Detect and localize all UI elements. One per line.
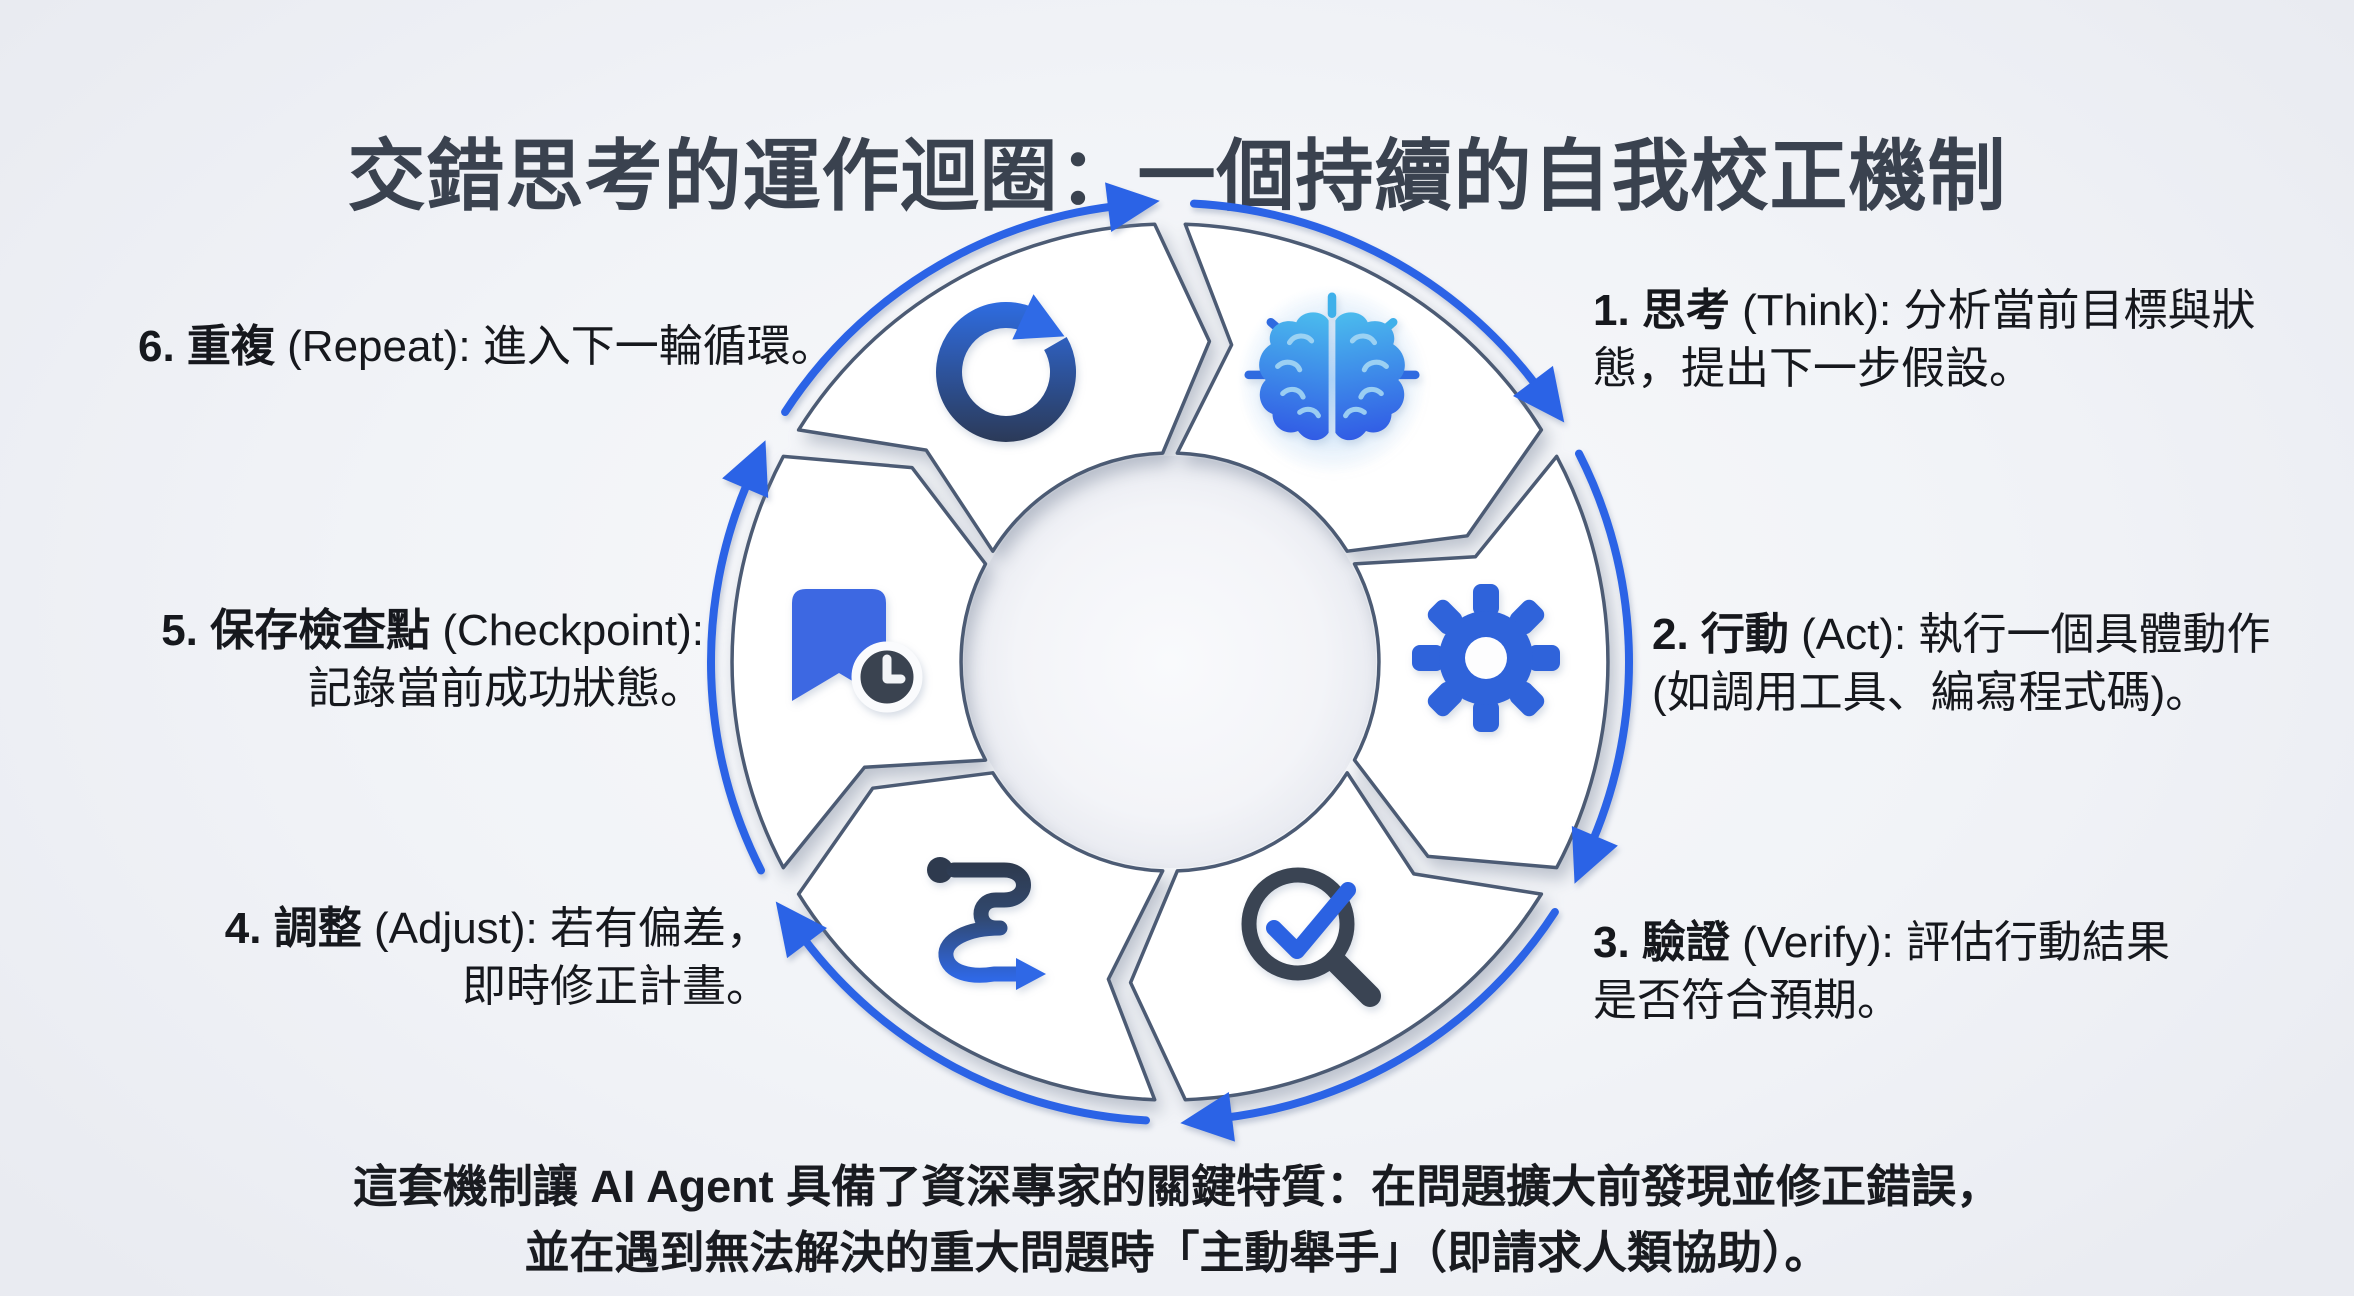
step-2-label: 2. 行動 (Act): 執行一個具體動作 (如調用工具、編寫程式碼)。 bbox=[1652, 606, 2270, 722]
step-3-text2: 是否符合預期。 bbox=[1593, 976, 1901, 1025]
brain-icon bbox=[1236, 284, 1428, 476]
step-5-text: (Checkpoint): bbox=[430, 606, 704, 655]
cycle-arrowhead bbox=[1105, 182, 1160, 232]
cycle-arrow-ring bbox=[707, 182, 1633, 1142]
step-1-term: 1. 思考 bbox=[1593, 286, 1730, 335]
cycle-arc bbox=[707, 478, 765, 875]
step-4-text: (Adjust): 若有偏差， bbox=[361, 904, 770, 953]
magnifier-check-icon bbox=[1241, 867, 1381, 1007]
step-1-text: (Think): 分析當前目標與狀 bbox=[1729, 286, 2256, 335]
cycle-arrowhead bbox=[722, 440, 769, 498]
step-2-text: (Act): 執行一個具體動作 bbox=[1788, 610, 2271, 659]
bookmark-clock-icon bbox=[792, 589, 923, 713]
cycle-center bbox=[964, 456, 1376, 868]
step-4-label: 4. 調整 (Adjust): 若有偏差， 即時修正計畫。 bbox=[225, 900, 770, 1016]
cycle-arc bbox=[1221, 908, 1559, 1122]
step-5-label: 5. 保存檢查點 (Checkpoint): 記錄當前成功狀態。 bbox=[161, 602, 704, 718]
step-4-text2: 即時修正計畫。 bbox=[462, 962, 770, 1011]
winding-route-icon bbox=[927, 857, 1046, 990]
cycle-arrowhead bbox=[775, 901, 828, 959]
step-6-label: 6. 重複 (Repeat): 進入下一輪循環。 bbox=[138, 318, 835, 376]
footer-note: 這套機制讓 AI Agent 具備了資深專家的關鍵特質：在問題擴大前發現並修正錯… bbox=[0, 1154, 2354, 1286]
cycle-arc bbox=[781, 202, 1119, 416]
footer-line-2: 並在遇到無法解決的重大問題時「主動舉手」（即請求人類協助）。 bbox=[524, 1227, 1830, 1278]
step-1-text2: 態，提出下一步假設。 bbox=[1593, 344, 2033, 393]
page-title: 交錯思考的運作迴圈：一個持續的自我校正機制 bbox=[347, 132, 2007, 221]
step-2-text2: (如調用工具、編寫程式碼)。 bbox=[1652, 668, 2210, 717]
step-4-term: 4. 調整 bbox=[224, 904, 362, 953]
cycle-arc bbox=[1190, 199, 1541, 390]
cycle-arrowhead bbox=[1180, 1092, 1235, 1142]
cycle-arc bbox=[799, 934, 1150, 1125]
step-6-term: 6. 重複 bbox=[138, 322, 275, 371]
cycle-arrowhead bbox=[1512, 365, 1565, 423]
gear-icon bbox=[1412, 584, 1560, 732]
cycle-segment bbox=[796, 222, 1212, 553]
step-2-term: 2. 行動 bbox=[1652, 610, 1789, 659]
cycle-segment bbox=[1128, 771, 1544, 1102]
step-6-text: (Repeat): 進入下一輪循環。 bbox=[274, 322, 835, 371]
step-1-label: 1. 思考 (Think): 分析當前目標與狀 態，提出下一步假設。 bbox=[1593, 282, 2256, 398]
step-3-label: 3. 驗證 (Verify): 評估行動結果 是否符合預期。 bbox=[1593, 914, 2170, 1030]
footer-line-1: 這套機制讓 AI Agent 具備了資深專家的關鍵特質：在問題擴大前發現並修正錯… bbox=[352, 1161, 2002, 1212]
cycle-arrowhead bbox=[1571, 826, 1618, 884]
cycle-arc bbox=[1575, 449, 1633, 846]
refresh-icon bbox=[936, 294, 1076, 442]
step-5-text2: 記錄當前成功狀態。 bbox=[308, 664, 704, 713]
step-3-term: 3. 驗證 bbox=[1593, 918, 1730, 967]
step-3-text: (Verify): 評估行動結果 bbox=[1729, 918, 2170, 967]
step-5-term: 5. 保存檢查點 bbox=[161, 606, 431, 655]
